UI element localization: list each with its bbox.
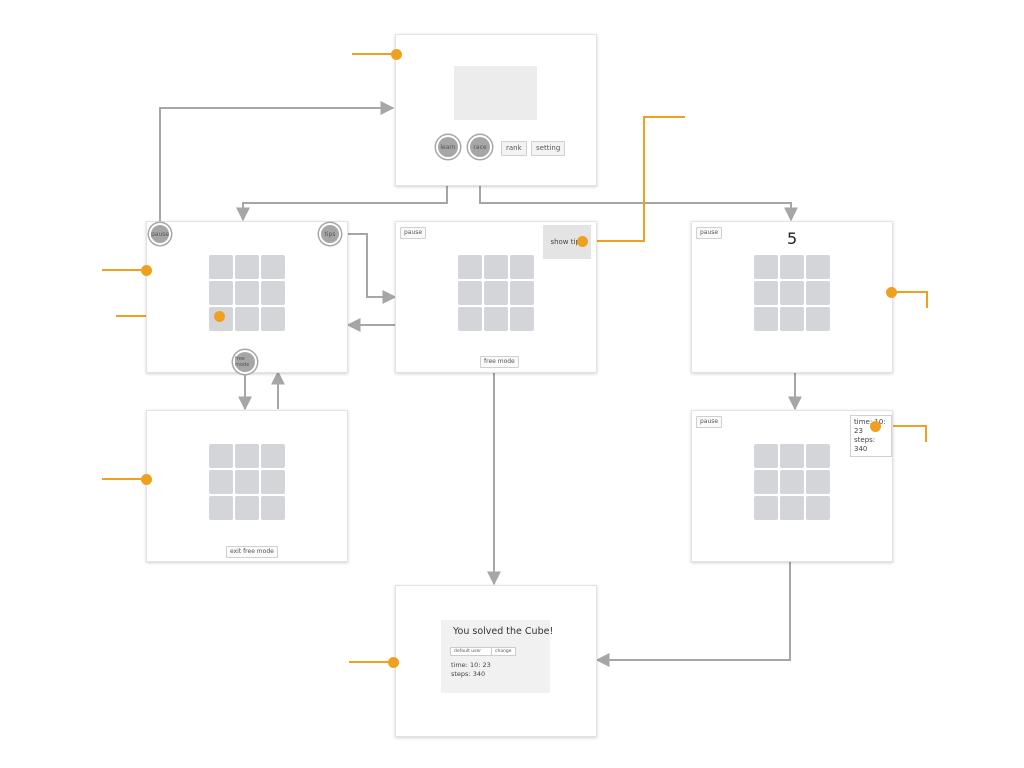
cube-cell[interactable] xyxy=(806,470,830,494)
annotation-marker-home xyxy=(390,48,402,60)
cube-cell[interactable] xyxy=(754,444,778,468)
cube-cell[interactable] xyxy=(484,255,508,279)
cube-cell[interactable] xyxy=(261,496,285,520)
cube-cell[interactable] xyxy=(806,496,830,520)
user-name-field[interactable]: default user xyxy=(450,647,494,656)
cube-cell[interactable] xyxy=(261,281,285,305)
cube-cell[interactable] xyxy=(235,281,259,305)
cube-face-grid[interactable] xyxy=(209,444,285,520)
change-user-button[interactable]: change xyxy=(491,647,516,656)
exit-free-mode-button[interactable]: exit free mode xyxy=(226,546,278,558)
free-mode-screen: exit free mode xyxy=(146,410,348,562)
cube-cell[interactable] xyxy=(780,496,804,520)
cube-cell[interactable] xyxy=(510,255,534,279)
cube-cell[interactable] xyxy=(209,255,233,279)
learn-screen: pause tips free mode xyxy=(146,221,348,373)
cube-cell[interactable] xyxy=(261,470,285,494)
home-logo-placeholder xyxy=(454,66,537,120)
home-screen: learn race rank setting xyxy=(395,34,597,186)
cube-cell[interactable] xyxy=(235,470,259,494)
cube-cell[interactable] xyxy=(510,281,534,305)
race-countdown-pause-button[interactable]: pause xyxy=(696,227,723,239)
race-play-pause-button[interactable]: pause xyxy=(696,416,723,428)
cube-cell[interactable] xyxy=(780,470,804,494)
cube-cell[interactable] xyxy=(235,255,259,279)
annotation-marker-race-countdown xyxy=(885,286,897,298)
annotation-marker-free-mode xyxy=(140,473,152,485)
result-title: You solved the Cube! xyxy=(453,626,554,637)
cube-cell[interactable] xyxy=(754,470,778,494)
race-play-screen: pause time: 10: 23 steps: 340 xyxy=(691,410,893,562)
cube-cell[interactable] xyxy=(458,281,482,305)
race-steps-text: steps: 340 xyxy=(854,436,876,453)
cube-cell[interactable] xyxy=(484,307,508,331)
race-time-text: time: 10: 23 xyxy=(854,418,886,435)
cube-cell[interactable] xyxy=(754,255,778,279)
arrow-learn-pause-to-home xyxy=(159,101,395,222)
cube-cell[interactable] xyxy=(209,496,233,520)
annotation-marker-show-tips xyxy=(576,235,588,247)
arrow-tips-to-tips-screen xyxy=(340,233,397,304)
result-time-text: time: 10: 23 xyxy=(451,661,491,669)
learn-button[interactable]: learn xyxy=(438,137,458,157)
learn-tips-screen: pause show tips free mode xyxy=(395,221,597,373)
cube-cell[interactable] xyxy=(458,307,482,331)
annotation-marker-result xyxy=(387,656,399,668)
cube-cell[interactable] xyxy=(806,307,830,331)
cube-cell[interactable] xyxy=(484,281,508,305)
annotation-marker-learn-cell xyxy=(213,310,225,322)
rank-button[interactable]: rank xyxy=(501,141,527,156)
cube-cell[interactable] xyxy=(780,255,804,279)
learn-pause-button[interactable]: pause xyxy=(151,225,169,243)
cube-face-grid[interactable] xyxy=(754,255,830,331)
cube-cell[interactable] xyxy=(209,281,233,305)
annotation-line-race-countdown xyxy=(891,291,928,308)
cube-cell[interactable] xyxy=(261,307,285,331)
cube-cell[interactable] xyxy=(806,281,830,305)
arrow-race-play-to-result xyxy=(595,561,791,667)
cube-cell[interactable] xyxy=(235,444,259,468)
cube-cell[interactable] xyxy=(209,470,233,494)
cube-cell[interactable] xyxy=(780,444,804,468)
cube-face-grid[interactable] xyxy=(209,255,285,331)
result-screen: You solved the Cube! default user change… xyxy=(395,585,597,737)
tips-button[interactable]: tips xyxy=(321,225,339,243)
tips-screen-pause-button[interactable]: pause xyxy=(400,227,427,239)
cube-cell[interactable] xyxy=(261,255,285,279)
cube-cell[interactable] xyxy=(209,444,233,468)
cube-cell[interactable] xyxy=(806,444,830,468)
cube-face-grid[interactable] xyxy=(754,444,830,520)
free-mode-button[interactable]: free mode xyxy=(235,352,255,372)
cube-cell[interactable] xyxy=(261,444,285,468)
cube-cell[interactable] xyxy=(235,496,259,520)
result-steps-text: steps: 340 xyxy=(451,670,486,678)
tips-screen-free-mode-button[interactable]: free mode xyxy=(480,356,519,368)
cube-cell[interactable] xyxy=(235,307,259,331)
cube-face-grid[interactable] xyxy=(458,255,534,331)
result-panel: You solved the Cube! default user change… xyxy=(441,620,554,693)
race-button[interactable]: race xyxy=(470,137,490,157)
cube-cell[interactable] xyxy=(510,307,534,331)
cube-cell[interactable] xyxy=(806,255,830,279)
annotation-line-show-tips xyxy=(582,116,685,242)
cube-cell[interactable] xyxy=(780,281,804,305)
setting-button[interactable]: setting xyxy=(531,141,566,156)
annotation-marker-learn xyxy=(140,264,152,276)
cube-cell[interactable] xyxy=(754,496,778,520)
countdown-number: 5 xyxy=(787,229,798,248)
annotation-marker-race-stats xyxy=(869,420,881,432)
cube-cell[interactable] xyxy=(780,307,804,331)
cube-cell[interactable] xyxy=(754,281,778,305)
cube-cell[interactable] xyxy=(458,255,482,279)
cube-cell[interactable] xyxy=(754,307,778,331)
race-countdown-screen: pause 5 xyxy=(691,221,893,373)
